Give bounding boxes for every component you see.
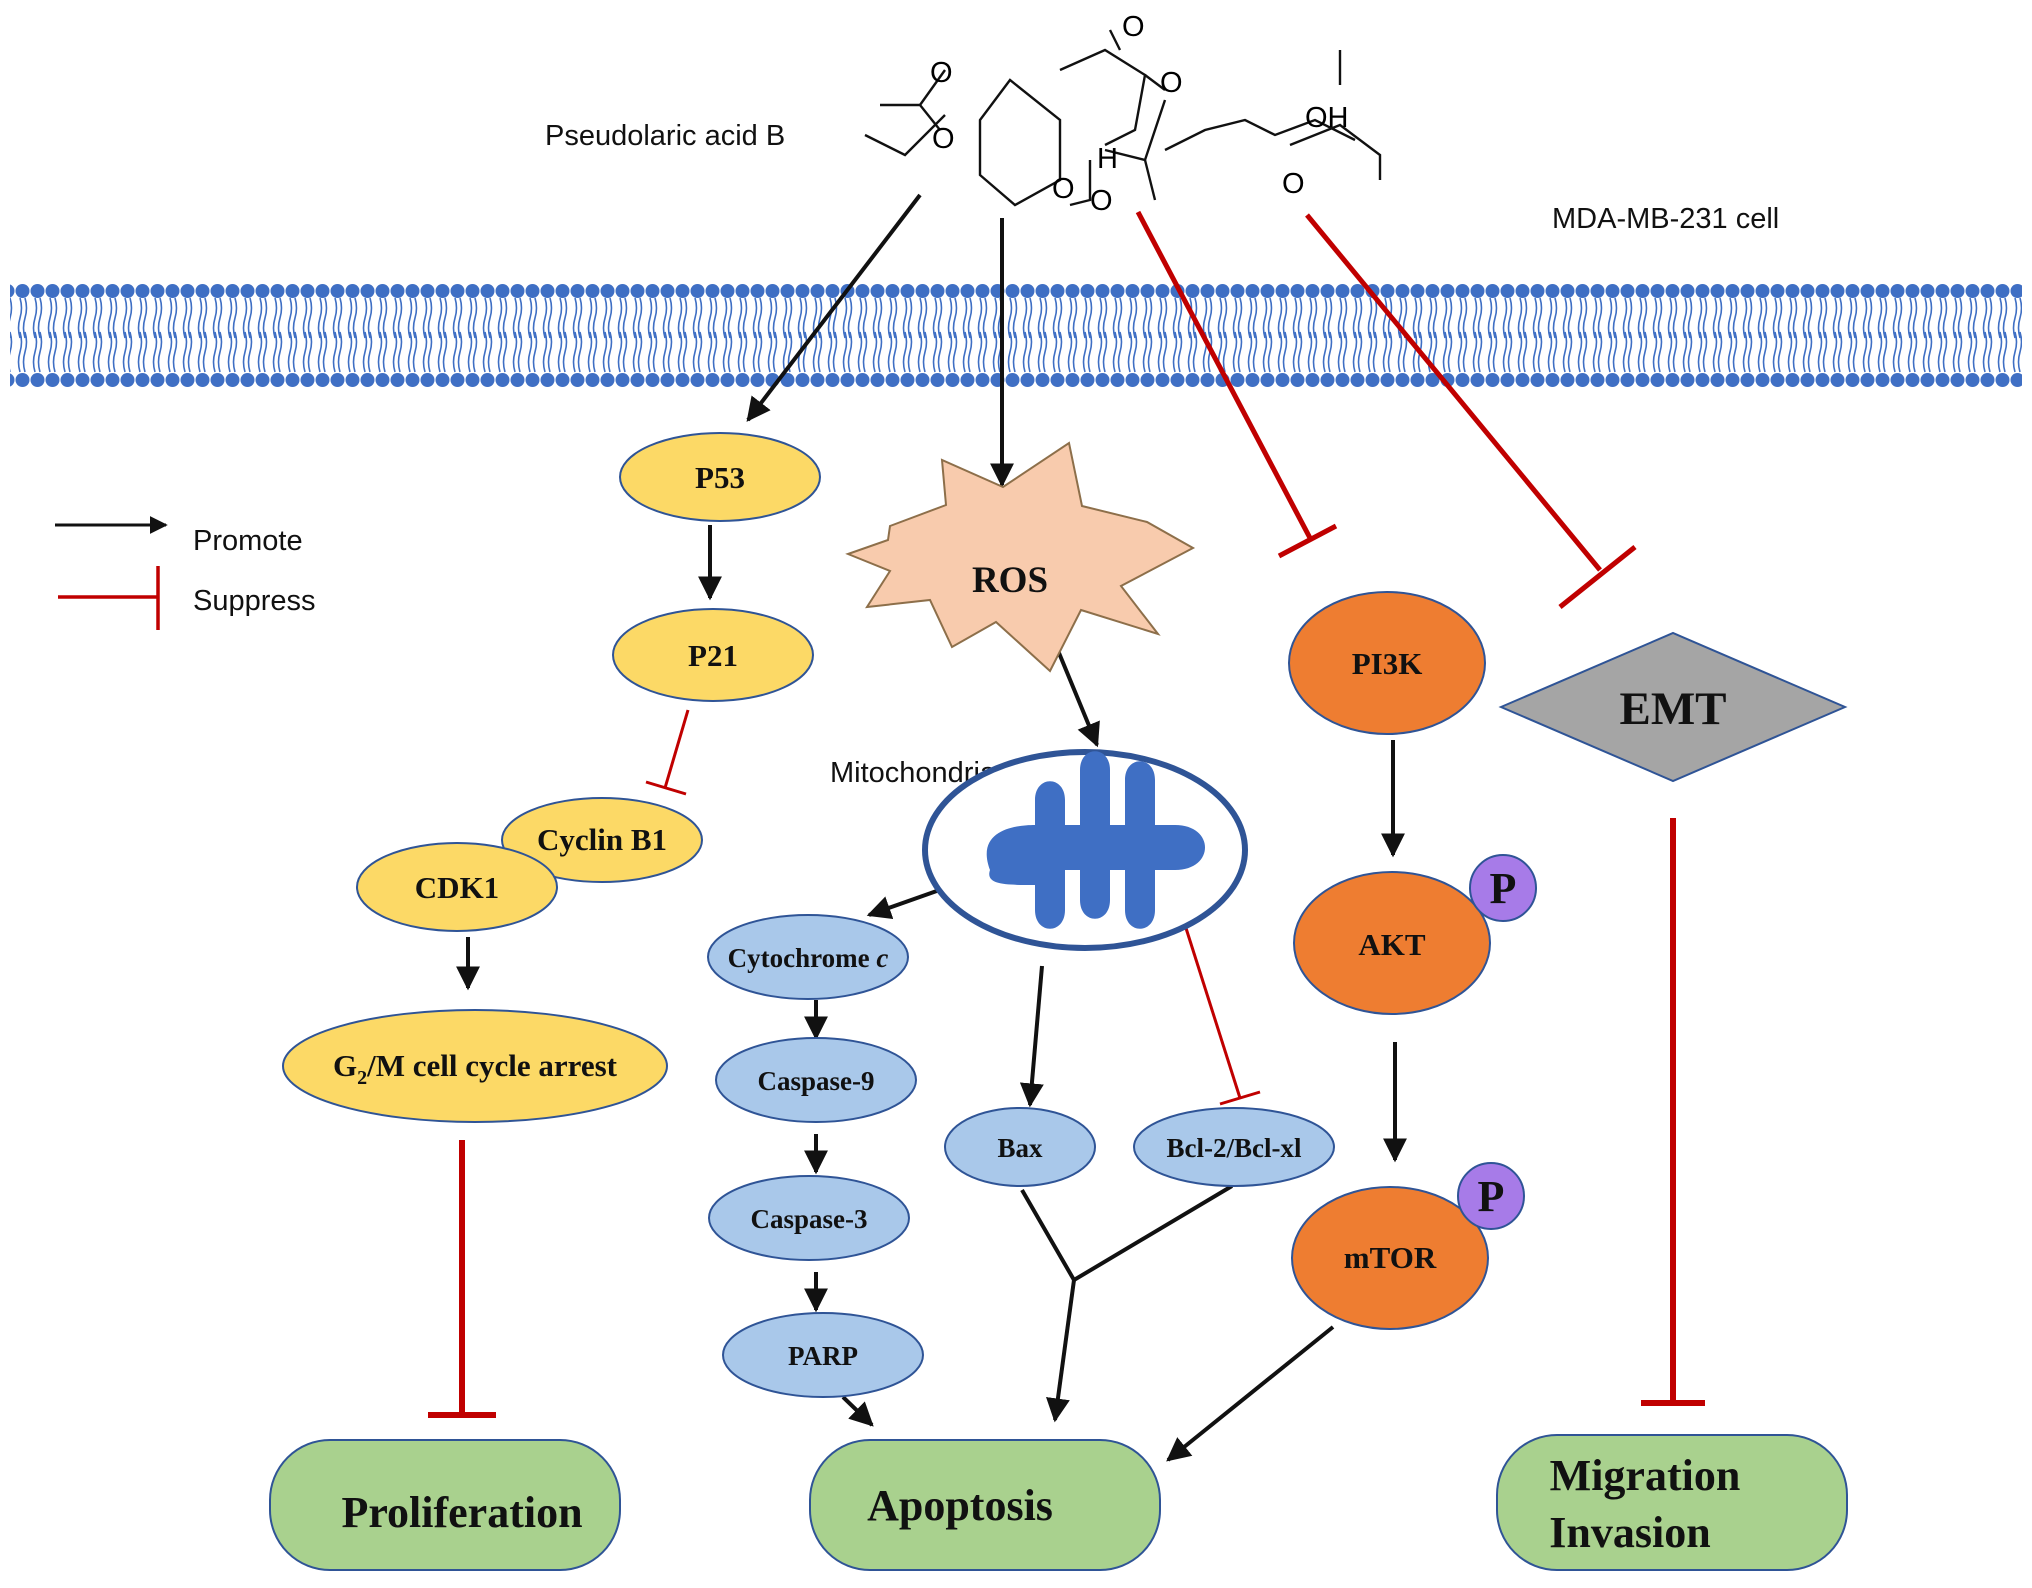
bax-bcl2-merge <box>1020 1184 1234 1283</box>
svg-text:P53: P53 <box>695 460 745 495</box>
node-bax: Bax <box>944 1107 1096 1187</box>
node-g2m-arrest: G2/M cell cycle arrest <box>282 1009 668 1123</box>
suppress-inhibitors <box>428 210 1705 1418</box>
node-mtor: mTOR <box>1291 1186 1489 1330</box>
ester-o-left: O <box>930 57 953 89</box>
node-parp: PARP <box>722 1312 924 1398</box>
node-cdk1: CDK1 <box>356 842 558 932</box>
svg-text:mTOR: mTOR <box>1344 1240 1437 1275</box>
svg-text:Bax: Bax <box>997 1133 1043 1163</box>
inhibit-mito-bcl2-bar <box>1219 1090 1261 1106</box>
inhibit-p21-cyclin <box>663 709 690 789</box>
arrow-mito-cytc <box>866 885 949 920</box>
arrow-mtor-apoptosis <box>1166 1325 1335 1462</box>
svg-text:P: P <box>1490 864 1517 913</box>
svg-text:Caspase-3: Caspase-3 <box>750 1204 867 1234</box>
hydrogen-label: H <box>1097 143 1118 175</box>
svg-text:G2/M cell cycle arrest: G2/M cell cycle arrest <box>333 1048 618 1089</box>
inhibit-p21-cyclin-bar <box>645 780 687 796</box>
svg-text:CDK1: CDK1 <box>415 870 499 905</box>
node-emt: EMT <box>1498 631 1848 783</box>
chemical-structure <box>864 29 1382 207</box>
cell-label: MDA-MB-231 cell <box>1552 203 1779 235</box>
node-caspase-9: Caspase-9 <box>715 1037 917 1123</box>
inhibit-pab-pi3k <box>1135 210 1313 540</box>
svg-text:Apoptosis: Apoptosis <box>867 1481 1053 1530</box>
svg-text:Cyclin B1: Cyclin B1 <box>537 822 667 857</box>
promote-arrows <box>456 193 1407 1462</box>
inhibit-pab-emt <box>1305 213 1602 572</box>
mtor-phospho-badge: P <box>1457 1162 1525 1230</box>
outcome-apoptosis: Apoptosis <box>809 1439 1161 1571</box>
inhibit-pab-pi3k-bar <box>1277 523 1338 559</box>
cell-membrane <box>10 280 2022 390</box>
svg-text:Proliferation: Proliferation <box>341 1488 582 1537</box>
node-caspase-3: Caspase-3 <box>708 1175 910 1261</box>
node-cyclin-b1: Cyclin B1 <box>501 797 703 883</box>
node-pi3k: PI3K <box>1288 591 1486 735</box>
ester-o-bottom: O <box>1052 173 1075 205</box>
inhibit-mito-bcl2 <box>1183 924 1242 1099</box>
acid-oh: OH <box>1305 102 1349 134</box>
arrow-pab-p53 <box>746 193 922 422</box>
arrow-parp-apoptosis <box>841 1395 874 1427</box>
compound-label: Pseudolaric acid B <box>545 120 785 152</box>
acid-o: O <box>1282 168 1305 200</box>
svg-text:Migration: Migration <box>1550 1451 1741 1500</box>
ring-o: O <box>1160 67 1183 99</box>
legend-promote-label: Promote <box>193 525 303 557</box>
node-ros: ROS <box>845 441 1196 673</box>
svg-text:P: P <box>1478 1172 1505 1221</box>
mitochondria-icon <box>922 749 1248 951</box>
ester-o-low: O <box>932 123 955 155</box>
arrow-merge-apoptosis <box>1046 1279 1076 1423</box>
carbonyl-o-top: O <box>1122 11 1145 43</box>
node-p21: P21 <box>612 608 814 702</box>
svg-text:ROS: ROS <box>972 560 1048 601</box>
ester-o-bottom2: O <box>1090 185 1113 217</box>
akt-phospho-badge: P <box>1469 854 1537 922</box>
svg-text:EMT: EMT <box>1619 683 1726 735</box>
svg-text:Caspase-9: Caspase-9 <box>757 1066 874 1096</box>
outcome-proliferation: Proliferation <box>269 1439 621 1571</box>
svg-text:AKT: AKT <box>1358 927 1426 962</box>
node-p53: P53 <box>619 432 821 522</box>
node-cytochrome-c: Cytochrome c <box>707 914 909 1000</box>
node-akt: AKT <box>1293 871 1491 1015</box>
svg-text:PARP: PARP <box>788 1341 858 1371</box>
svg-text:Cytochrome c: Cytochrome c <box>728 943 889 973</box>
legend-suppress-label: Suppress <box>193 585 316 617</box>
outcome-migration-invasion: Migration Invasion <box>1496 1434 1848 1571</box>
svg-text:Invasion: Invasion <box>1549 1508 1710 1557</box>
svg-text:Bcl-2/Bcl-xl: Bcl-2/Bcl-xl <box>1167 1133 1302 1163</box>
node-bcl2-bclxl: Bcl-2/Bcl-xl <box>1133 1107 1335 1187</box>
arrow-mito-bax <box>1019 965 1044 1108</box>
inhibit-pab-emt-bar <box>1558 545 1637 609</box>
svg-text:P21: P21 <box>688 638 738 673</box>
svg-text:PI3K: PI3K <box>1352 646 1423 681</box>
